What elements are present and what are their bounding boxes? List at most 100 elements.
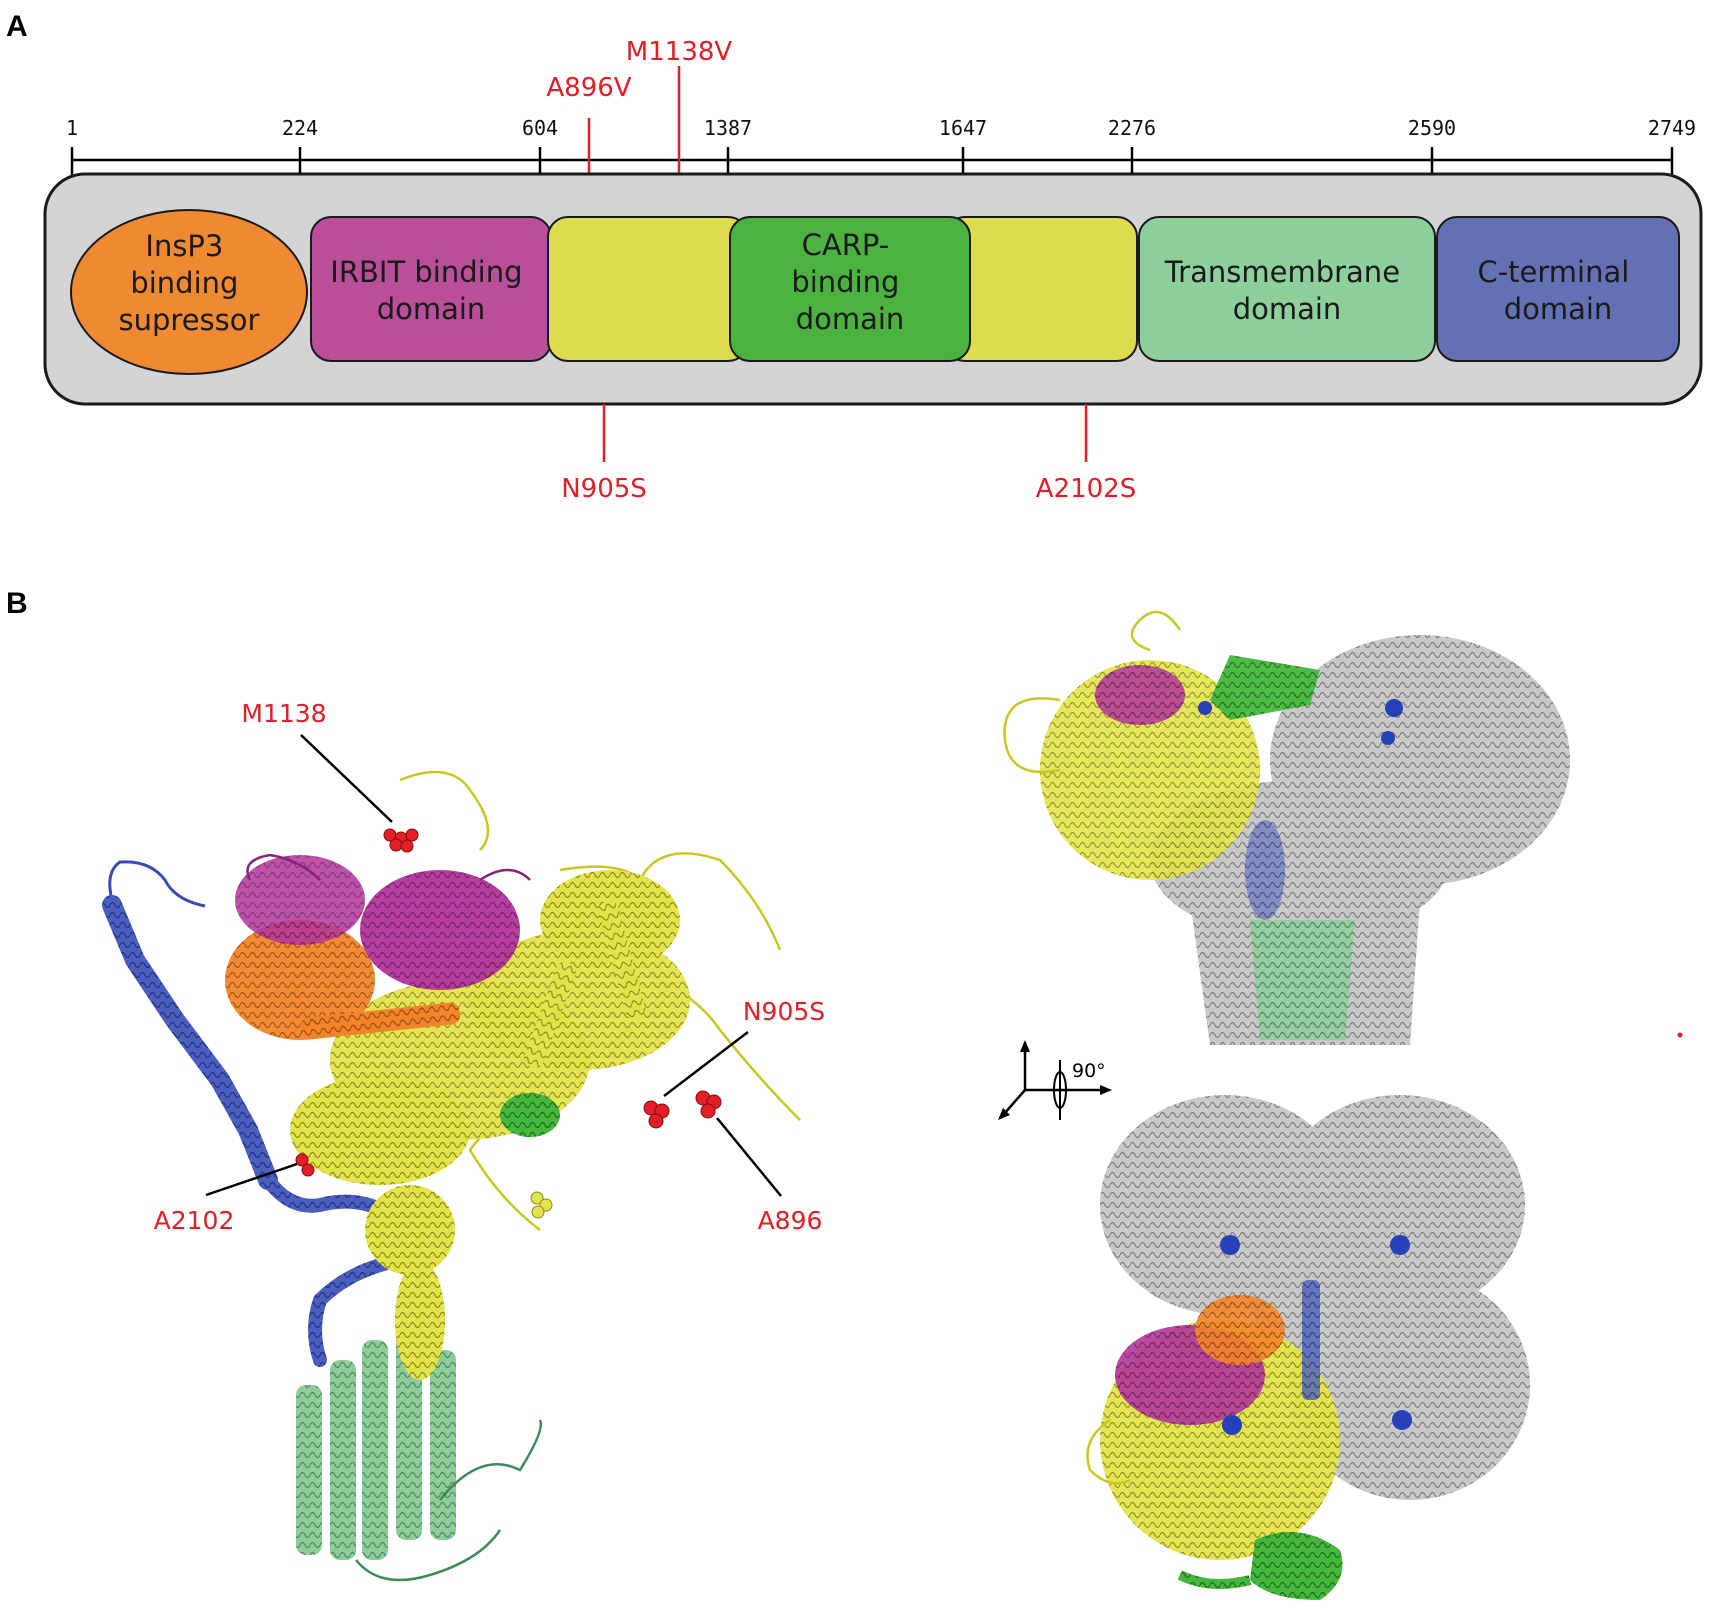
- axis-diag-line: [1003, 1089, 1026, 1115]
- orange-domain: [225, 920, 460, 1040]
- sphere-a2102: [295, 1153, 309, 1167]
- domain-cterminal-line: C-terminal: [1477, 255, 1629, 289]
- domain-irbit: IRBIT binding domain: [310, 216, 552, 362]
- magenta-patch: [1095, 665, 1185, 725]
- orange-beta-sheet: [225, 920, 375, 1040]
- panel-a-letter: A: [6, 10, 28, 43]
- domain-insp3-line: binding: [130, 266, 238, 300]
- blue-ligand-sphere: [1220, 1235, 1240, 1255]
- axis-up-arrowhead: [1020, 1040, 1030, 1052]
- domain-transmembrane-line: Transmembrane: [1164, 255, 1400, 289]
- domain-carp: CARP- binding domain: [729, 216, 971, 362]
- domain-transmembrane-line: domain: [1233, 292, 1342, 326]
- blue-long-helix: [102, 895, 278, 1190]
- mutation-spheres: [295, 828, 722, 1219]
- domain-irbit-line: IRBIT binding: [330, 255, 522, 289]
- domain-carp-line: binding: [791, 265, 899, 299]
- leader-line-m1138: [300, 734, 393, 823]
- scale-tick-label: 1647: [939, 116, 987, 140]
- leader-line-a2102: [205, 1162, 298, 1197]
- domain-irbit-line: domain: [377, 292, 486, 326]
- blue-patch: [1245, 820, 1285, 920]
- domain-irbit-shape: [310, 216, 552, 362]
- monomer-structure: M1138 N905S A2102 A896: [102, 699, 825, 1582]
- blue-ligand-sphere: [1390, 1235, 1410, 1255]
- domain-carp-line: domain: [796, 302, 905, 336]
- sphere-m1138: [389, 838, 403, 852]
- blue-helix-top: [1302, 1280, 1320, 1400]
- tetramer-side-view: [1003, 610, 1570, 1045]
- sphere-m1138: [400, 839, 414, 853]
- green-carp-patch: [1210, 655, 1320, 720]
- sphere-m1138: [405, 828, 419, 842]
- leader-line-n905s: [663, 1031, 749, 1097]
- orange-patch-top: [1195, 1295, 1285, 1365]
- sphere-a2102: [301, 1163, 315, 1177]
- leader-line-a896: [716, 1117, 782, 1197]
- domain-carp-line: CARP-: [802, 228, 890, 262]
- structure-label-a896: A896: [758, 1206, 823, 1235]
- domain-insp3-line: InsP3: [145, 229, 223, 263]
- tetramer-top-view: [1086, 1095, 1530, 1600]
- domain-carp-shape: [729, 216, 971, 362]
- tm-helix: [330, 1360, 356, 1560]
- sphere-yellow-ligand: [530, 1191, 544, 1205]
- structure-label-n905s: N905S: [743, 997, 825, 1026]
- structure-label-a2102: A2102: [154, 1206, 235, 1235]
- blue-ligand-sphere: [1392, 1410, 1412, 1430]
- blue-ligand-sphere: [1222, 1415, 1242, 1435]
- tm-helix: [296, 1385, 322, 1555]
- yellow-loops-side: [1003, 610, 1182, 774]
- orange-helix: [300, 1002, 460, 1040]
- domain-insp3-label: InsP3 binding supressor: [119, 229, 260, 337]
- domain-irbit-label: IRBIT binding domain: [330, 255, 531, 326]
- domain-cterminal-line: domain: [1504, 292, 1613, 326]
- domain-yellow-left: [547, 216, 749, 362]
- axis-right-arrowhead: [1100, 1085, 1112, 1095]
- sphere-a896: [700, 1103, 716, 1119]
- blue-ligand-sphere: [1381, 731, 1395, 745]
- sphere-n905: [648, 1113, 664, 1129]
- rotation-axes: 90°: [998, 1040, 1112, 1120]
- blue-ligand-sphere: [1385, 699, 1403, 717]
- scale-tick-label: 2276: [1108, 116, 1156, 140]
- transmembrane-bundle: [296, 1320, 543, 1582]
- scale-tick-label: 1: [66, 116, 78, 140]
- stray-red-dot: [1677, 1032, 1683, 1038]
- domain-transmembrane-shape: [1138, 216, 1436, 362]
- scale-ticks: 1 224 604 1387 1647 2276 2590 2749: [66, 116, 1696, 179]
- magenta-cluster: [235, 855, 365, 945]
- domain-cterminal-label: C-terminal domain: [1477, 255, 1638, 326]
- magenta-loops: [246, 853, 531, 882]
- lightgreen-stalk: [1250, 920, 1355, 1040]
- structure-label-m1138: M1138: [241, 699, 326, 728]
- yellow-helix: [524, 962, 576, 1068]
- domain-transmembrane: Transmembrane domain: [1138, 216, 1436, 362]
- axis-diag-arrowhead: [998, 1108, 1010, 1120]
- yellow-helix-cluster: [395, 1260, 445, 1380]
- blue-ligand-sphere: [1198, 701, 1212, 715]
- yellow-helix-cluster: [365, 1185, 455, 1275]
- yellow-loops: [399, 770, 801, 1231]
- mutation-label-n905s: N905S: [561, 474, 647, 504]
- scale-tick-label: 224: [282, 116, 318, 140]
- mutation-label-m1138v: M1138V: [626, 37, 733, 67]
- blue-loop: [108, 860, 206, 908]
- yellow-helix-cluster: [290, 1075, 470, 1185]
- mutation-label-a896v: A896V: [546, 73, 631, 103]
- domain-insp3-shape: [70, 209, 308, 375]
- domain-insp3: InsP3 binding supressor: [70, 209, 308, 375]
- sphere-yellow-ligand: [531, 1205, 545, 1219]
- scale-tick-label: 604: [522, 116, 558, 140]
- domain-yellow-right: [944, 216, 1138, 362]
- yellow-domain: [290, 770, 801, 1380]
- panel-b-letter: B: [6, 587, 28, 620]
- green-patch-top: [1250, 1532, 1343, 1600]
- scale-tick-label: 2590: [1408, 116, 1456, 140]
- domain-transmembrane-label: Transmembrane domain: [1164, 255, 1410, 326]
- green-tail-top: [1177, 1570, 1252, 1589]
- tm-helix: [430, 1350, 456, 1540]
- yellow-loops-top: [1086, 1418, 1131, 1485]
- tm-helix: [362, 1340, 388, 1560]
